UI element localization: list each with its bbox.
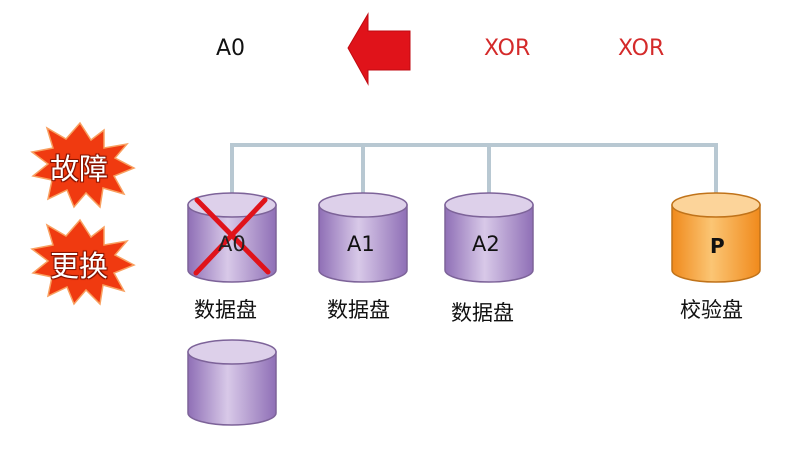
disk-a2-body — [444, 204, 534, 283]
caption-a2: 数据盘 — [451, 301, 514, 325]
xor-label-1: XOR — [484, 36, 531, 61]
disk-p — [671, 192, 761, 283]
burst-fault-icon — [30, 121, 136, 209]
bus-lines — [230, 143, 718, 193]
xor-label-2: XOR — [618, 36, 665, 61]
disk-spare-body — [187, 351, 277, 426]
result-label: A0 — [216, 36, 246, 61]
failure-cross-icon — [193, 197, 271, 276]
disk-p-body — [671, 204, 761, 283]
disk-a2 — [444, 192, 534, 283]
caption-p: 校验盘 — [680, 298, 743, 322]
caption-a0: 数据盘 — [194, 298, 257, 322]
burst-fault-text: 故障 — [50, 152, 109, 186]
disk-a1-top — [318, 192, 408, 218]
disk-label-p: P — [710, 234, 725, 258]
disk-p-top — [671, 192, 761, 218]
disk-a2-top — [444, 192, 534, 218]
disk-label-a1: A1 — [347, 232, 375, 256]
disk-a0-body — [187, 204, 277, 283]
disk-label-a2: A2 — [472, 232, 500, 256]
burst-replace-text: 更换 — [50, 249, 109, 283]
caption-a1: 数据盘 — [327, 298, 390, 322]
disk-label-a0: A0 — [218, 232, 246, 256]
disk-a1 — [318, 192, 408, 283]
disk-spare — [187, 339, 277, 426]
burst-replace-icon — [30, 218, 136, 306]
disk-spare-top — [187, 339, 277, 365]
left-arrow-icon — [347, 12, 411, 86]
disk-a1-body — [318, 204, 408, 283]
